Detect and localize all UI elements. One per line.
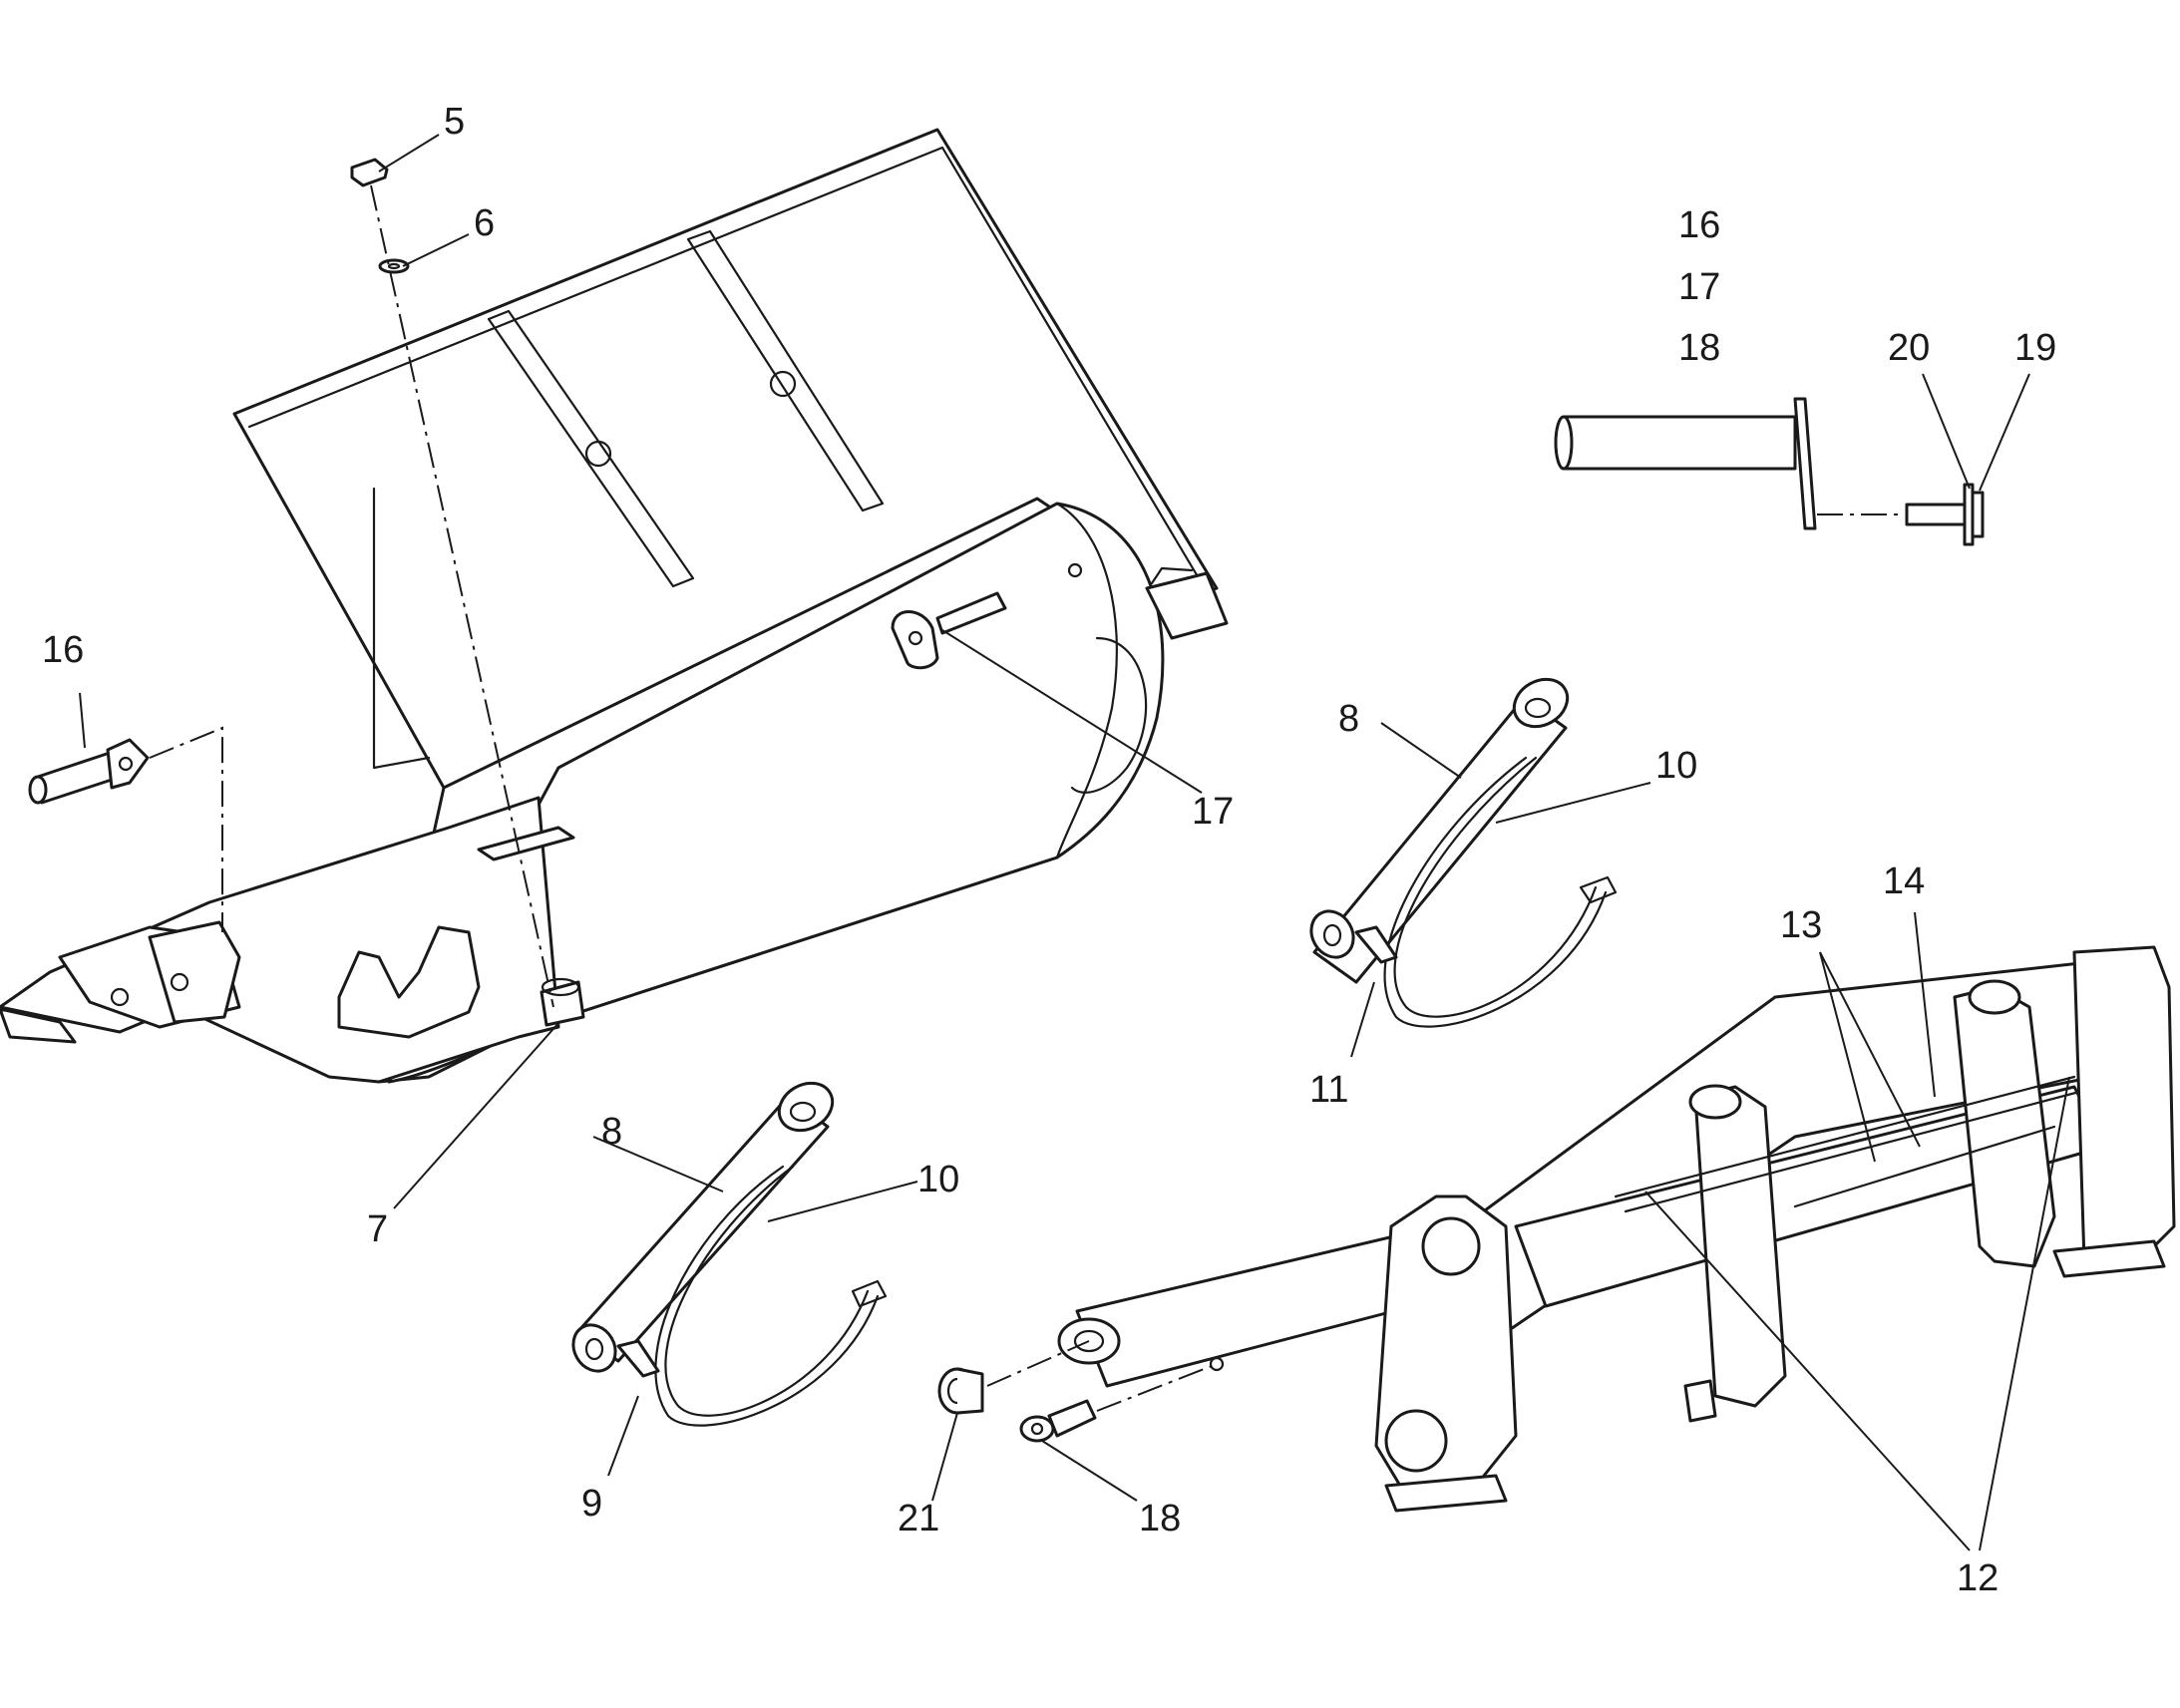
pin-16-left <box>28 726 223 932</box>
callout-21: 21 <box>898 1498 939 1539</box>
callout-12: 12 <box>1957 1557 1998 1599</box>
bushing-21 <box>937 1340 1090 1415</box>
callout-17: 17 <box>1192 791 1234 833</box>
bucket-assembly <box>0 128 1229 1084</box>
callout-10-lower: 10 <box>917 1159 959 1200</box>
callout-10-upper: 10 <box>1655 745 1697 787</box>
lift-cylinder-lower <box>571 1081 888 1427</box>
kit-callout-18: 18 <box>1678 327 1720 369</box>
callout-8-lower: 8 <box>601 1111 622 1153</box>
kit-callout-16: 16 <box>1678 204 1720 246</box>
callout-9: 9 <box>581 1483 602 1525</box>
kit-callout-20: 20 <box>1888 327 1930 369</box>
callout-11: 11 <box>1309 1069 1348 1111</box>
kit-callout-19: 19 <box>2014 327 2056 369</box>
lift-cylinder-upper <box>1309 677 1618 1028</box>
callout-7: 7 <box>367 1208 388 1250</box>
leader-lines <box>79 134 2070 1551</box>
callout-6: 6 <box>474 202 495 244</box>
bolt-and-washer <box>350 158 554 1008</box>
callout-8-upper: 8 <box>1338 698 1359 740</box>
kit-callout-17: 17 <box>1678 266 1720 308</box>
kit-pin-assembly <box>1554 397 1985 546</box>
callout-5: 5 <box>444 101 465 143</box>
pin-18-lower <box>1019 1365 1213 1443</box>
callout-14: 14 <box>1883 860 1925 902</box>
loader-frame <box>1057 945 2176 1513</box>
callout-13: 13 <box>1780 904 1822 946</box>
callout-18-lower: 18 <box>1139 1498 1181 1539</box>
callout-16-left: 16 <box>42 629 84 671</box>
callout-labels: 5 6 7 8 10 9 8 10 11 16 17 18 21 13 14 1… <box>42 101 2056 1599</box>
